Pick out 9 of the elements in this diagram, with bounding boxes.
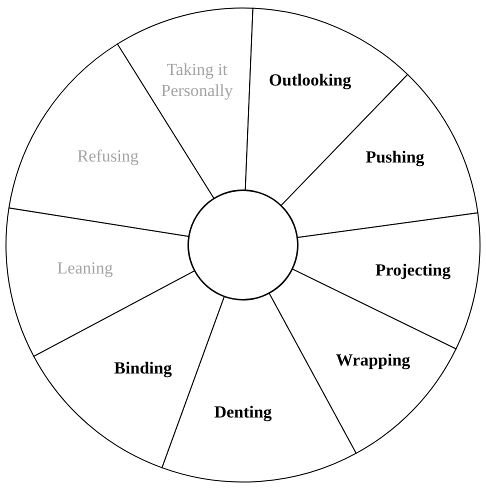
- segment-label: Taking it Personally: [160, 59, 234, 101]
- segment-label: Denting: [213, 402, 273, 422]
- segment-label: Refusing: [76, 146, 140, 166]
- segment-label: Outlooking: [268, 70, 352, 90]
- segment-label: Pushing: [364, 146, 426, 168]
- segment-label: Wrapping: [334, 350, 412, 370]
- segment-label: Binding: [113, 358, 173, 378]
- segment-label: Leaning: [56, 258, 114, 278]
- segment-label: Projecting: [374, 260, 452, 280]
